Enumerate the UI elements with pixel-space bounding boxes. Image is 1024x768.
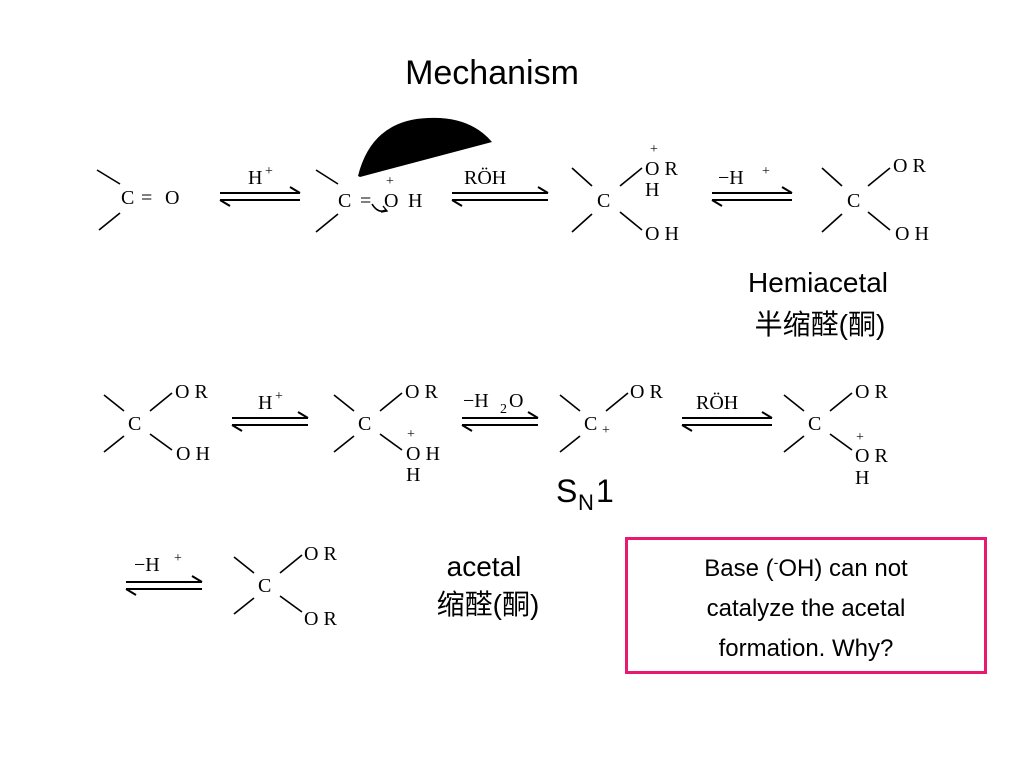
hemiacetal-structure: C O R O H (821, 155, 929, 245)
sn1-label: S N 1 (556, 473, 614, 515)
hydroxyl-group: O H (176, 443, 210, 465)
acetal-chinese-label: 缩醛(酮) (437, 589, 540, 620)
protonated-hemiacetal-structure: C O R + O H H (333, 381, 440, 486)
oxygen-atom: O (165, 187, 179, 209)
reagent-subscript: 2 (500, 402, 507, 417)
equilibrium-arrow-protonation: H + (219, 164, 301, 207)
reagent-alcohol: RÖH (696, 391, 738, 414)
callout-line-3: formation. Why? (718, 635, 894, 662)
alkoxy-group: O R (630, 381, 663, 403)
alkoxy-group: O R (304, 608, 337, 630)
carbon-atom: C (121, 187, 134, 209)
equilibrium-arrow-alcohol-addition: RÖH (451, 166, 549, 207)
reagent-alcohol: RÖH (464, 166, 506, 189)
carbon-atom: C (808, 413, 821, 435)
alkoxy-group: O R (855, 381, 888, 403)
protonated-carbonyl-structure: C = O H + (315, 117, 492, 233)
svg-text:N: N (578, 490, 594, 515)
oxonium-group: O R (855, 445, 888, 467)
reagent-oxygen: O (509, 390, 523, 412)
reagent-charge: + (762, 164, 770, 179)
oxonium-intermediate-structure: C + O R H O H (571, 142, 679, 245)
hemiacetal-label: Hemiacetal (748, 267, 888, 298)
hemiacetal-start-structure: C O R O H (103, 381, 210, 465)
equilibrium-arrow-hydroxyl-protonation: H + (231, 389, 309, 432)
hydroxide-charge: - (773, 554, 779, 570)
carbon-atom: C (358, 413, 371, 435)
equilibrium-arrow-second-alcohol: RÖH (681, 391, 773, 432)
hydroxyl-group: O H (645, 223, 679, 245)
hydrogen-atom: H (645, 179, 659, 201)
carbon-atom: C (847, 190, 860, 212)
acetal-label: acetal (447, 551, 522, 582)
svg-text:S: S (556, 473, 577, 509)
equilibrium-arrow-final-deprotonation: −H + (125, 551, 203, 596)
reagent-minus-h: −H (463, 390, 489, 412)
carbon-atom: C (128, 413, 141, 435)
reagent-charge: + (265, 164, 273, 179)
oxygen-atom: O (384, 190, 398, 212)
hemiacetal-chinese-label: 半缩醛(酮) (755, 309, 886, 340)
double-bond-sign: = (141, 187, 152, 209)
oxonium-charge: + (856, 430, 864, 445)
ketone-structure: C = O (96, 169, 179, 231)
reagent-charge: + (174, 551, 182, 566)
protonated-hydroxyl-group: O H (406, 443, 440, 465)
hydrogen-atom: H (855, 467, 869, 489)
alkoxy-group: O R (175, 381, 208, 403)
alkoxy-group: O R (304, 543, 337, 565)
question-callout: Base (-OH) can not catalyze the acetal f… (625, 537, 987, 674)
equilibrium-arrow-water-loss: −H 2 O (461, 390, 539, 432)
hydrogen-atom: H (406, 464, 420, 486)
carbon-atom: C (338, 190, 351, 212)
reagent-h: H (258, 392, 272, 414)
hydroxyl-group: O H (895, 223, 929, 245)
reagent-charge: + (275, 389, 283, 404)
reagent-minus-h: −H (718, 167, 744, 189)
alkoxy-group: O R (405, 381, 438, 403)
oxonium-charge: + (386, 174, 394, 189)
carbocation-structure: C + O R (559, 381, 663, 453)
callout-line-2: catalyze the acetal (706, 595, 906, 622)
oxonium-charge: + (407, 427, 415, 442)
carbon-atom: C (258, 575, 271, 597)
carbon-atom: C (584, 413, 597, 435)
equilibrium-arrow-deprotonation: −H + (711, 164, 793, 207)
page-title: Mechanism (405, 54, 579, 92)
callout-line-1: Base (-OH) can not (704, 554, 908, 582)
oxonium-charge: + (650, 142, 658, 157)
alkoxy-group: O R (893, 155, 926, 177)
acetal-structure: C O R O R (233, 543, 337, 630)
carbocation-charge: + (602, 423, 610, 438)
double-bond-sign: = (360, 190, 371, 212)
carbon-atom: C (597, 190, 610, 212)
svg-text:1: 1 (596, 473, 614, 509)
hydrogen-atom: H (408, 190, 422, 212)
protonated-acetal-structure: C O R + O R H (783, 381, 888, 489)
curved-arrow-icon (371, 203, 387, 212)
reagent-minus-h: −H (134, 554, 160, 576)
oxonium-group: O R (645, 158, 678, 180)
reagent-h: H (248, 167, 262, 189)
electron-push-arrow-icon (358, 117, 492, 177)
